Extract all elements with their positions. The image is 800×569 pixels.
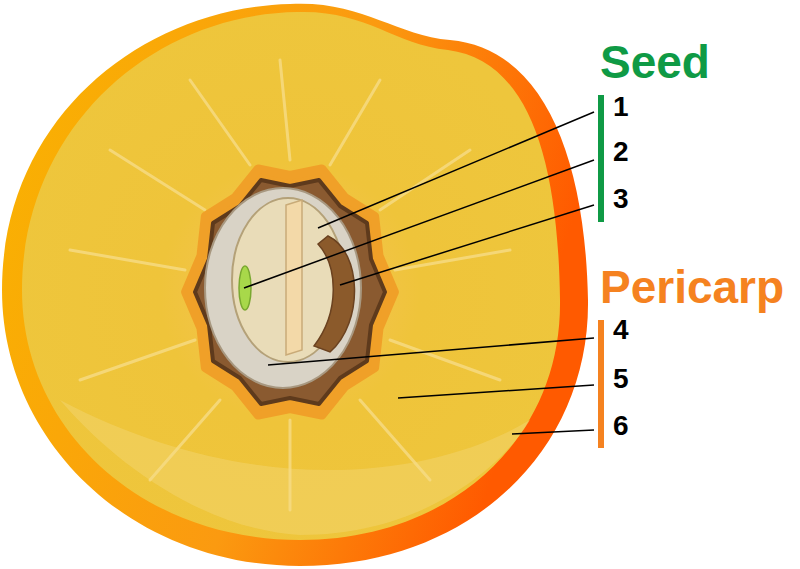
flesh-fibres	[70, 60, 510, 510]
callout-number: 1	[613, 93, 629, 121]
pericarp-bracket	[598, 320, 604, 448]
peach-skin	[2, 4, 588, 566]
callout-number: 5	[613, 365, 629, 393]
leader-line	[244, 160, 594, 288]
leader-line	[268, 338, 594, 365]
stone-halo	[186, 169, 395, 415]
callout-number: 6	[613, 412, 629, 440]
callout-number: 4	[613, 316, 629, 344]
leader-line	[398, 385, 594, 398]
callout-number: 2	[613, 138, 629, 166]
leader-lines	[244, 112, 594, 434]
peach-flesh	[22, 12, 560, 540]
leader-line	[512, 430, 594, 434]
flesh-highlight	[60, 400, 530, 535]
leader-line	[340, 205, 594, 285]
endocarp	[205, 188, 361, 388]
stone-outer	[195, 180, 385, 404]
group-heading: Seed	[600, 39, 710, 85]
seed-coat	[314, 236, 355, 352]
group-heading: Pericarp	[600, 264, 784, 310]
callout-number: 3	[613, 185, 629, 213]
seed-bracket	[598, 95, 604, 222]
cotyledon-face	[286, 200, 302, 355]
